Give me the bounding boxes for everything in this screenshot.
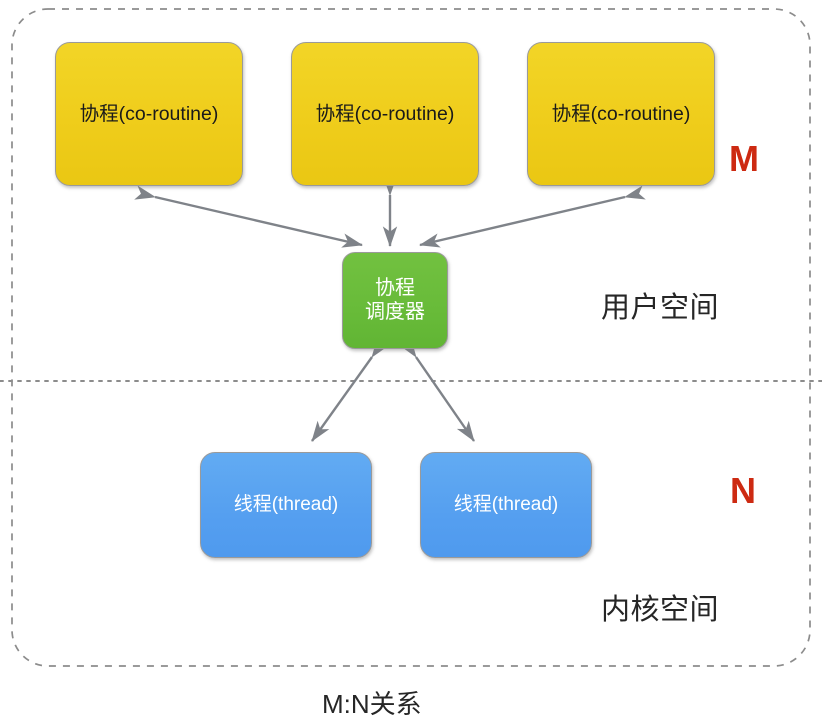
connector-scheduler-coroutine-1: [134, 185, 363, 248]
user-space-label: 用户空间: [601, 292, 720, 324]
multiplicity-label-m: M: [729, 138, 759, 179]
diagram-caption: M:N关系: [322, 689, 422, 719]
connector-scheduler-thread-2: [398, 336, 475, 442]
connector-scheduler-coroutine-3: [419, 185, 646, 248]
coroutine-box-1-label: 协程(co-routine): [79, 102, 219, 125]
scheduler-box[interactable]: 协程 调度器: [342, 252, 448, 349]
thread-box-1-label: 线程(thread): [233, 493, 339, 515]
coroutine-box-2[interactable]: 协程(co-routine): [291, 42, 479, 186]
coroutine-box-3[interactable]: 协程(co-routine): [527, 42, 715, 186]
thread-box-1[interactable]: 线程(thread): [200, 452, 372, 558]
dashed-container-outline: [11, 8, 811, 667]
thread-box-2[interactable]: 线程(thread): [420, 452, 592, 558]
coroutine-box-2-label: 协程(co-routine): [315, 102, 455, 125]
scheduler-label-line1: 协程: [375, 276, 415, 299]
multiplicity-label-n: N: [730, 470, 756, 511]
coroutine-box-1[interactable]: 协程(co-routine): [55, 42, 243, 186]
scheduler-label-line2: 调度器: [365, 300, 425, 323]
coroutine-box-3-label: 协程(co-routine): [551, 102, 691, 125]
connector-scheduler-thread-1: [311, 336, 390, 442]
kernel-space-label: 内核空间: [601, 594, 720, 626]
thread-box-2-label: 线程(thread): [453, 493, 559, 515]
